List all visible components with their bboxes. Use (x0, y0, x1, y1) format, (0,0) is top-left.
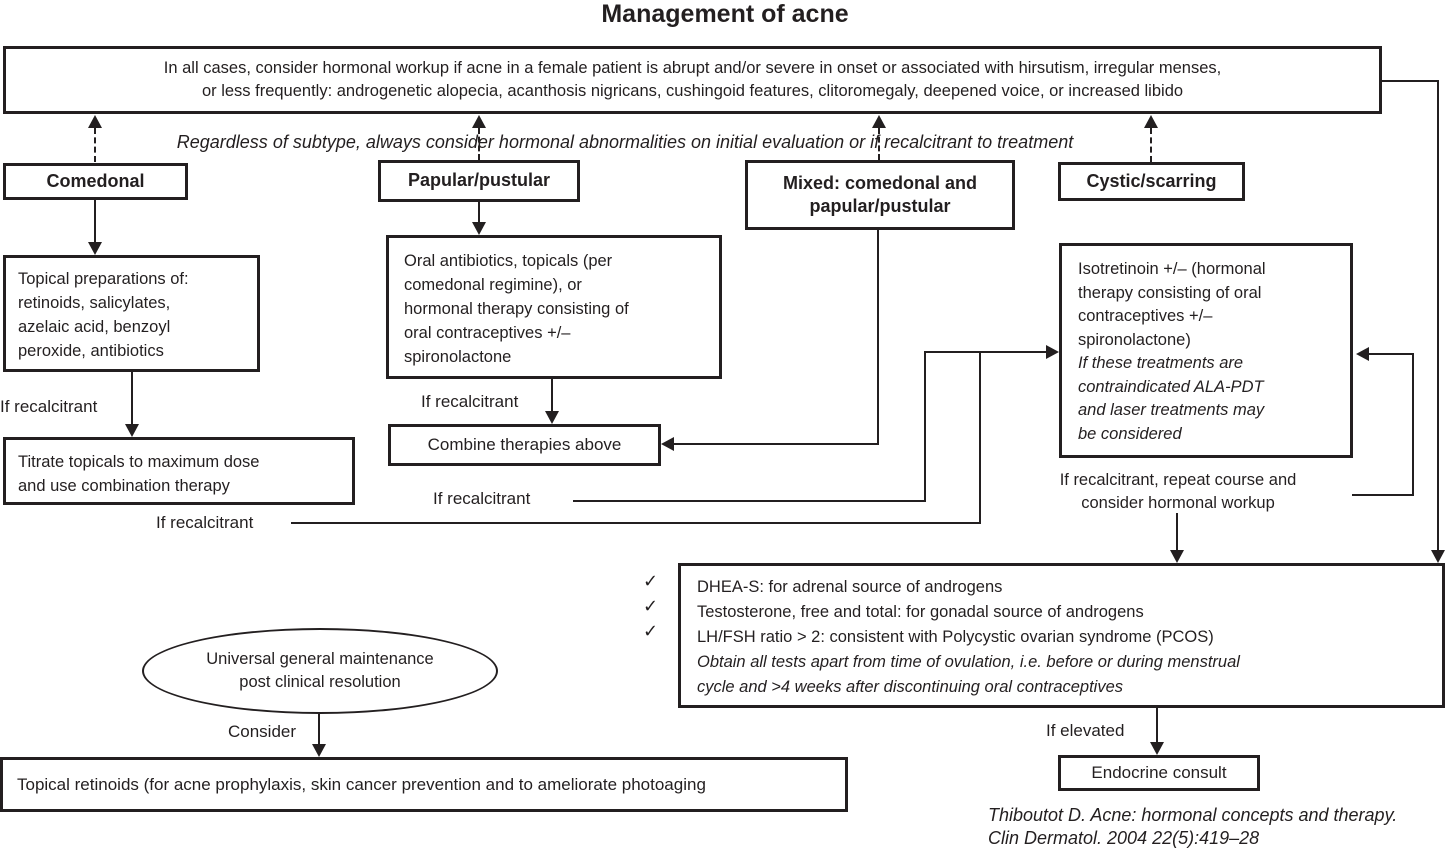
dashed-line-mixed (878, 128, 880, 160)
connector-titrate-recalcitrant-vertical (979, 351, 981, 524)
workup-item-dheas: DHEA-S: for adrenal source of androgens (697, 578, 1003, 596)
connector-oral-combine (551, 379, 553, 412)
workup-note-line: cycle and >4 weeks after discontinuing o… (697, 678, 1124, 696)
hormonal-workup-note-line2: or less frequently: androgenetic alopeci… (201, 82, 1184, 100)
treatment-box-topical-preparations: Topical preparations of: retinoids, sali… (3, 255, 260, 372)
arrowhead-into-isotretinoin-left (1046, 345, 1059, 359)
citation-line1: Thiboutot D. Acne: hormonal concepts and… (988, 805, 1398, 825)
treatment-box-titrate-topicals: Titrate topicals to maximum dose and use… (3, 437, 355, 505)
oral-line: hormonal therapy consisting of (404, 300, 629, 318)
repeat-course-line1: If recalcitrant, repeat course and (1059, 471, 1297, 489)
edge-label-repeat-course: If recalcitrant, repeat course and consi… (1026, 469, 1330, 515)
subtype-box-cystic-scarring: Cystic/scarring (1058, 162, 1245, 201)
edge-label-if-recalcitrant-topical: If recalcitrant (0, 397, 98, 416)
oral-line: oral contraceptives +/– (404, 324, 571, 342)
connector-topnote-right-vertical (1437, 80, 1439, 550)
checkmark-icon: ✓ (643, 596, 659, 616)
edge-label-if-recalcitrant-titrate: If recalcitrant (156, 513, 254, 532)
checkmark-icon: ✓ (643, 571, 659, 591)
connector-into-isotretinoin (924, 351, 1046, 353)
oral-line: comedonal regimine), or (404, 276, 582, 294)
isotretinoin-line: contraceptives +/– (1078, 307, 1213, 325)
connector-ellipse-retinoids (318, 714, 320, 745)
connector-repeat-loop-vertical (1412, 353, 1414, 496)
arrowhead-papular-dashed-up (472, 115, 486, 128)
dashed-line-comedonal (94, 128, 96, 162)
endocrine-consult-box: Endocrine consult (1058, 755, 1260, 791)
workup-item-lhfsh: LH/FSH ratio > 2: consistent with Polycy… (697, 628, 1214, 646)
subtype-note: Regardless of subtype, always consider h… (176, 132, 1074, 152)
checkmark-icon: ✓ (643, 621, 659, 641)
hormonal-workup-note-box: In all cases, consider hormonal workup i… (3, 46, 1382, 114)
workup-note-line: Obtain all tests apart from time of ovul… (697, 653, 1240, 671)
arrowhead-workup-endocrine (1150, 742, 1164, 755)
topical-line: peroxide, antibiotics (18, 342, 164, 360)
connector-repeat-to-workup (1176, 513, 1178, 550)
subtype-mixed-line2: papular/pustular (809, 196, 951, 216)
arrowhead-comedonal-dashed-up (88, 115, 102, 128)
connector-mixed-horizontal (672, 443, 879, 445)
edge-label-if-elevated: If elevated (1046, 721, 1125, 740)
hormonal-workup-note-line1: In all cases, consider hormonal workup i… (163, 59, 1222, 77)
connector-mixed-vertical (877, 230, 879, 445)
topical-line: retinoids, salicylates, (18, 294, 171, 312)
isotretinoin-line: therapy consisting of oral (1078, 283, 1262, 302)
maintenance-line1: Universal general maintenance (206, 650, 434, 668)
connector-repeat-loop-bottom (1352, 494, 1414, 496)
isotretinoin-note-line: and laser treatments may (1078, 401, 1265, 419)
connector-combine-recalcitrant-vertical (924, 351, 926, 502)
arrowhead-repeat-loop-into-isotretinoin (1356, 347, 1369, 361)
arrowhead-topnote-to-workup (1431, 550, 1445, 563)
edge-label-consider: Consider (228, 722, 297, 741)
arrowhead-papular-oral (472, 222, 486, 235)
dashed-line-cystic (1150, 128, 1152, 162)
edge-label-if-recalcitrant-oral: If recalcitrant (421, 392, 519, 411)
hormonal-workup-tests-box: DHEA-S: for adrenal source of androgens … (678, 563, 1445, 708)
treatment-box-isotretinoin: Isotretinoin +/– (hormonal therapy consi… (1059, 243, 1353, 458)
connector-papular-oral (478, 202, 480, 223)
connector-topnote-right-horizontal (1382, 80, 1439, 82)
oral-line: Oral antibiotics, topicals (per (404, 252, 613, 270)
citation: Thiboutot D. Acne: hormonal concepts and… (988, 804, 1397, 850)
oral-line: spironolactone (404, 348, 512, 366)
isotretinoin-line: Isotretinoin +/– (hormonal (1078, 260, 1266, 278)
arrowhead-ellipse-retinoids (312, 744, 326, 757)
arrowhead-mixed-dashed-up (872, 115, 886, 128)
subtype-box-mixed: Mixed: comedonal and papular/pustular (745, 160, 1015, 230)
titrate-line: Titrate topicals to maximum dose (18, 453, 260, 471)
workup-item-testosterone: Testosterone, free and total: for gonada… (697, 603, 1144, 621)
connector-combine-recalcitrant-horizontal (573, 500, 926, 502)
isotretinoin-note-line: be considered (1078, 424, 1182, 443)
arrowhead-comedonal-topical (88, 242, 102, 255)
edge-label-if-recalcitrant-combine: If recalcitrant (433, 489, 531, 508)
topical-line: Topical preparations of: (18, 270, 189, 288)
connector-topical-titrate (131, 372, 133, 425)
treatment-box-oral-antibiotics: Oral antibiotics, topicals (per comedona… (386, 235, 722, 379)
arrowhead-oral-combine (545, 411, 559, 424)
dashed-line-papular (478, 128, 480, 160)
isotretinoin-line: spironolactone) (1078, 330, 1191, 349)
connector-comedonal-topical (94, 200, 96, 243)
subtype-mixed-line1: Mixed: comedonal and (782, 172, 978, 193)
maintenance-ellipse: Universal general maintenance post clini… (142, 628, 498, 714)
isotretinoin-note-line: contraindicated ALA-PDT (1078, 377, 1264, 396)
isotretinoin-note-line: If these treatments are (1078, 354, 1244, 372)
connector-repeat-loop-top (1369, 353, 1414, 355)
treatment-box-topical-retinoids: Topical retinoids (for acne prophylaxis,… (0, 757, 848, 812)
connector-titrate-recalcitrant-horizontal (291, 522, 981, 524)
treatment-box-combine-therapies: Combine therapies above (388, 424, 661, 466)
arrowhead-topical-titrate (125, 424, 139, 437)
topical-line: azelaic acid, benzoyl (18, 318, 171, 336)
arrowhead-cystic-dashed-up (1144, 115, 1158, 128)
citation-line2: Clin Dermatol. 2004 22(5):419–28 (988, 828, 1260, 848)
repeat-course-line2: consider hormonal workup (1081, 494, 1275, 512)
page-title: Management of acne (601, 0, 849, 28)
subtype-box-papular-pustular: Papular/pustular (378, 160, 580, 202)
subtype-box-comedonal: Comedonal (3, 163, 188, 200)
maintenance-line2: post clinical resolution (239, 673, 401, 691)
arrowhead-mixed-to-combine (661, 437, 674, 451)
connector-workup-endocrine (1156, 708, 1158, 743)
titrate-line: and use combination therapy (18, 477, 230, 495)
arrowhead-repeat-to-workup (1170, 550, 1184, 563)
